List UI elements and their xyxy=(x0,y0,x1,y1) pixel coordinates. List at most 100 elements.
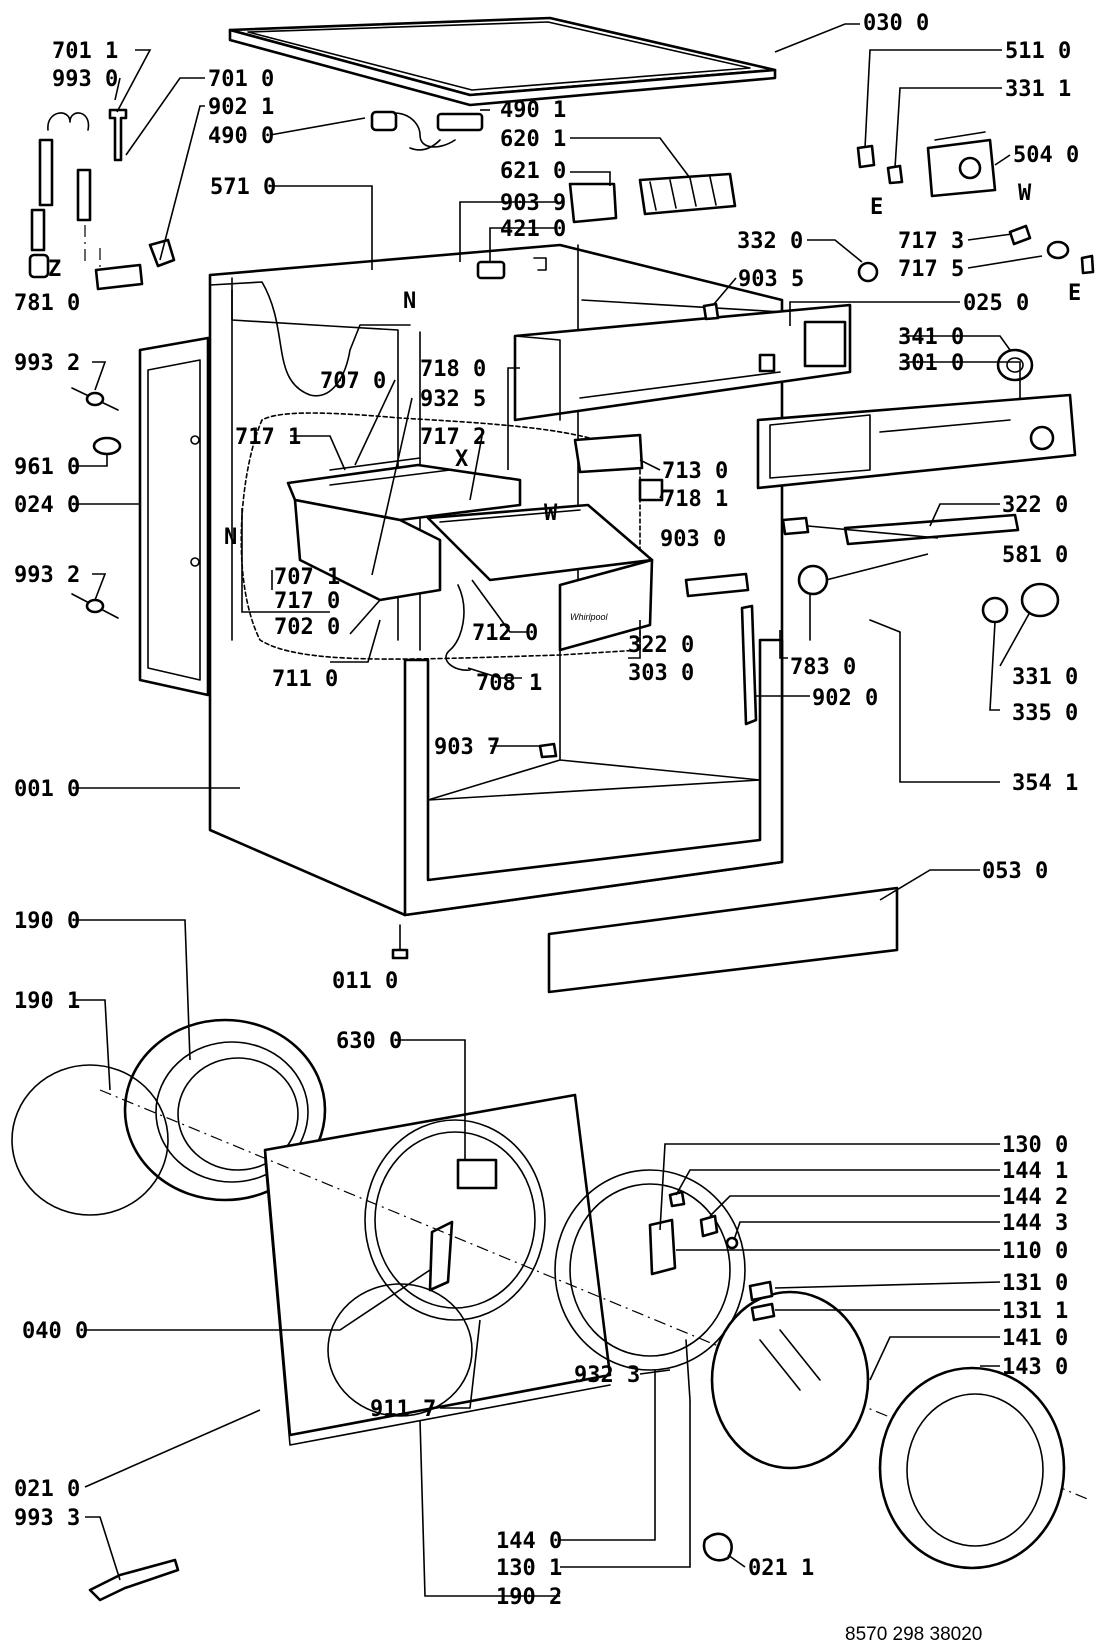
callout: 335 0 xyxy=(1012,701,1078,726)
callout: 130 1 xyxy=(496,1556,562,1581)
callout: 303 0 xyxy=(628,661,694,686)
connector-e-right xyxy=(1080,254,1095,275)
porthole-glass-190-2 xyxy=(327,1283,473,1417)
document-reference-number: 8570 298 38020 xyxy=(845,1624,982,1645)
callout: 143 0 xyxy=(1002,1355,1068,1380)
callout: 341 0 xyxy=(898,325,964,350)
callout: 903 0 xyxy=(660,527,726,552)
callout: 902 0 xyxy=(812,686,878,711)
bracket-713 xyxy=(573,433,644,474)
callout: 718 1 xyxy=(662,487,728,512)
screw-993-2-upper xyxy=(71,387,119,411)
callout: 903 9 xyxy=(500,191,566,216)
callout: 717 1 xyxy=(235,425,301,450)
clip-903-7 xyxy=(538,742,558,759)
callout: 932 5 xyxy=(420,387,486,412)
callout: 001 0 xyxy=(14,777,80,802)
spring-144-2 xyxy=(699,1214,719,1238)
callout: 332 0 xyxy=(737,229,803,254)
inlet-hose-708 xyxy=(445,584,471,671)
relay-block-621 xyxy=(568,182,618,224)
callout: 504 0 xyxy=(1013,143,1079,168)
marker-letter: E xyxy=(1068,281,1081,306)
bracket-902-0 xyxy=(740,604,758,726)
callout: 144 0 xyxy=(496,1529,562,1554)
dispenser-drawer xyxy=(426,503,654,652)
callout: 718 0 xyxy=(420,357,486,382)
thermostat-511 xyxy=(856,144,876,169)
brand-mark: Whirlpool xyxy=(570,612,609,622)
control-panel-fascia xyxy=(756,393,1077,490)
callout: 190 0 xyxy=(14,909,80,934)
clip-718-1 xyxy=(638,478,664,502)
screw-993-2-lower xyxy=(71,593,119,619)
callout: 708 1 xyxy=(476,671,542,696)
callout-labels: 030 0 701 1 993 0 701 0 902 1 490 0 490 … xyxy=(14,11,1079,1610)
callout: 712 0 xyxy=(472,621,538,646)
clip-717-3 xyxy=(1008,224,1032,246)
callout: 021 0 xyxy=(14,1477,80,1502)
callout: 903 5 xyxy=(738,267,804,292)
top-cover xyxy=(228,16,777,107)
programmer-timer xyxy=(926,131,997,198)
callout: 144 1 xyxy=(1002,1159,1068,1184)
marker-letter: N xyxy=(224,525,237,550)
callout: 190 1 xyxy=(14,989,80,1014)
callout: 331 1 xyxy=(1005,77,1071,102)
callout: 421 0 xyxy=(500,217,566,242)
switch-421 xyxy=(476,257,547,280)
callout: 711 0 xyxy=(272,667,338,692)
callout: 130 0 xyxy=(1002,1133,1068,1158)
suppressor-block xyxy=(638,172,737,216)
callout: 581 0 xyxy=(1002,543,1068,568)
mains-filter-assembly xyxy=(370,110,484,151)
callout: 961 0 xyxy=(14,455,80,480)
callout: 040 0 xyxy=(22,1319,88,1344)
marker-letter: Z xyxy=(48,257,61,282)
callout: 993 3 xyxy=(14,1506,80,1531)
callout: 190 2 xyxy=(496,1585,562,1610)
callout: 717 3 xyxy=(898,229,964,254)
callout: 141 0 xyxy=(1002,1326,1068,1351)
callout: 717 0 xyxy=(274,589,340,614)
callout: 030 0 xyxy=(863,11,929,36)
callout: 490 0 xyxy=(208,124,274,149)
door-handle-021-1 xyxy=(702,1532,733,1562)
clip-903-0 xyxy=(781,516,810,536)
catch-131-1 xyxy=(750,1302,776,1322)
knob-331-0 xyxy=(1020,582,1060,618)
callout: 490 1 xyxy=(500,98,566,123)
marker-letter: W xyxy=(544,501,558,526)
leader-lines xyxy=(72,23,1043,1597)
callout: 713 0 xyxy=(662,459,728,484)
catch-131-0 xyxy=(748,1280,774,1302)
hose-and-spring-assembly xyxy=(28,112,101,279)
callout: 932 3 xyxy=(574,1363,640,1388)
foot-screw xyxy=(391,924,409,960)
knob-335-0 xyxy=(981,596,1009,624)
callout: 024 0 xyxy=(14,493,80,518)
marker-letter: E xyxy=(870,195,883,220)
clamp-ring-190-1 xyxy=(11,1064,169,1216)
callout: 053 0 xyxy=(982,859,1048,884)
callout: 131 0 xyxy=(1002,1271,1068,1296)
callout: 021 1 xyxy=(748,1556,814,1581)
callout: 144 2 xyxy=(1002,1185,1068,1210)
callout: 902 1 xyxy=(208,95,274,120)
callout: 322 0 xyxy=(1002,493,1068,518)
door-glass-141 xyxy=(710,1290,870,1470)
rear-panel xyxy=(138,336,210,697)
callout: 354 1 xyxy=(1012,771,1078,796)
callout: 993 2 xyxy=(14,351,80,376)
bracket-701 xyxy=(94,108,176,291)
outer-door-ring-143 xyxy=(878,1366,1066,1570)
control-panel-frame xyxy=(513,303,852,422)
letter-markers: E E W W N N X Z xyxy=(48,181,1081,550)
callout: 702 0 xyxy=(274,615,340,640)
pilot-lamp-332 xyxy=(857,261,879,283)
callout: 620 1 xyxy=(500,127,566,152)
ring-961 xyxy=(92,436,122,456)
marker-letter: N xyxy=(403,289,416,314)
callout: 144 3 xyxy=(1002,1211,1068,1236)
